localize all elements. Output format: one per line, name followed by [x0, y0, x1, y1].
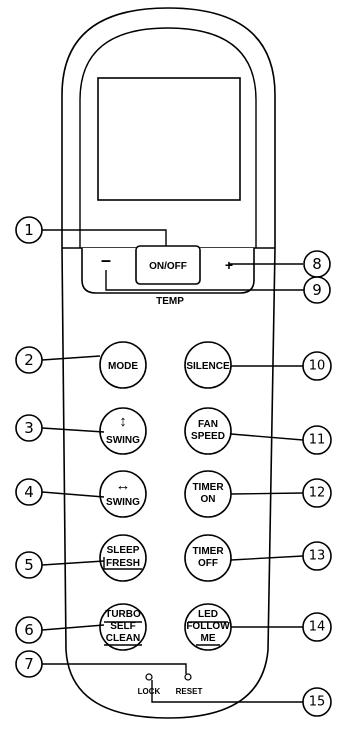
leader-9	[105, 270, 304, 291]
callout-4: 4	[24, 483, 34, 501]
callouts: 1 2 3 4 5 6 7 8 9 10 11 12 13 14 15	[15, 216, 332, 717]
callout-1: 1	[24, 221, 34, 239]
callout-1-circle	[15, 216, 43, 244]
swing-vertical-button[interactable]	[99, 407, 147, 455]
swing-horizontal-button[interactable]	[99, 470, 147, 518]
callout-3: 3	[24, 419, 34, 437]
onoff-label: ON/OFF	[149, 261, 187, 272]
leader-12	[230, 492, 304, 495]
callout-5-circle	[15, 551, 43, 579]
sleep-label: SLEEP	[107, 545, 140, 556]
callout-12: 12	[309, 486, 326, 501]
callout-12-circle	[302, 478, 332, 508]
leader-13	[230, 555, 304, 561]
mode-label: MODE	[108, 361, 138, 372]
callout-10-circle	[302, 351, 332, 381]
callout-13: 13	[309, 549, 326, 564]
follow-label: FOLLOW	[186, 621, 230, 632]
callout-11-circle	[302, 425, 332, 455]
timer-off-label-2: OFF	[198, 558, 218, 569]
onoff-button[interactable]	[135, 245, 201, 285]
fan-speed-button[interactable]	[184, 407, 232, 455]
timer-on-label-1: TIMER	[192, 482, 224, 493]
leader-15	[151, 680, 303, 703]
mode-button[interactable]	[99, 341, 147, 389]
callout-6: 6	[24, 621, 34, 639]
callout-13-circle	[302, 541, 332, 571]
leader-4	[41, 491, 105, 498]
led-label: LED	[198, 609, 218, 620]
callout-2: 2	[24, 351, 34, 369]
silence-button[interactable]	[184, 341, 232, 389]
leader-5	[41, 560, 105, 566]
timer-off-button[interactable]	[184, 534, 232, 582]
callout-6-circle	[15, 616, 43, 644]
temp-minus-icon[interactable]: –	[101, 250, 111, 270]
leader-6	[41, 624, 105, 631]
follow-me-bracket	[188, 621, 228, 646]
me-label: ME	[201, 633, 216, 644]
callout-4-circle	[15, 478, 43, 506]
fresh-label: FRESH	[106, 558, 140, 569]
callout-15: 15	[309, 695, 326, 710]
fan-speed-label-2: SPEED	[191, 431, 225, 442]
callout-3-circle	[15, 414, 43, 442]
callout-7-circle	[15, 650, 43, 678]
fan-speed-label-1: FAN	[198, 419, 218, 430]
swing-horizontal-icon: ↔	[116, 477, 131, 494]
temp-plus-icon[interactable]: +	[225, 257, 233, 273]
reset-button[interactable]	[184, 673, 192, 681]
turbo-self-clean-button[interactable]	[99, 603, 147, 651]
lock-button[interactable]	[145, 673, 153, 681]
turbo-label: TURBO	[105, 609, 141, 620]
callout-9-circle	[303, 276, 331, 304]
callout-2-circle	[15, 346, 43, 374]
leader-2	[41, 355, 101, 361]
swing-horizontal-label: SWING	[106, 497, 140, 508]
reset-label: RESET	[176, 687, 203, 696]
callout-14-circle	[302, 612, 332, 642]
callout-5: 5	[24, 556, 34, 574]
silence-label: SILENCE	[186, 361, 230, 372]
callout-leaders	[41, 229, 304, 703]
timer-off-label-1: TIMER	[192, 546, 224, 557]
swing-vertical-label: SWING	[106, 435, 140, 446]
callout-9: 9	[312, 281, 322, 299]
temp-label: TEMP	[156, 296, 184, 307]
leader-7	[42, 663, 187, 674]
swing-vertical-icon: ↕	[119, 413, 127, 430]
leader-1	[42, 229, 167, 246]
callout-10: 10	[309, 359, 326, 374]
self-clean-bracket	[104, 621, 142, 646]
callout-15-circle	[302, 687, 332, 717]
callout-11: 11	[309, 433, 326, 448]
callout-7: 7	[24, 655, 34, 673]
self-label: SELF	[110, 621, 136, 632]
remote-inner-outline	[79, 27, 257, 248]
timer-on-label-2: ON	[201, 494, 216, 505]
clean-label: CLEAN	[106, 633, 140, 644]
leader-3	[41, 427, 105, 433]
callout-14: 14	[309, 620, 326, 635]
leader-11	[230, 433, 304, 441]
callout-8: 8	[312, 255, 322, 273]
lock-label: LOCK	[138, 687, 161, 696]
lcd-display	[97, 77, 241, 201]
